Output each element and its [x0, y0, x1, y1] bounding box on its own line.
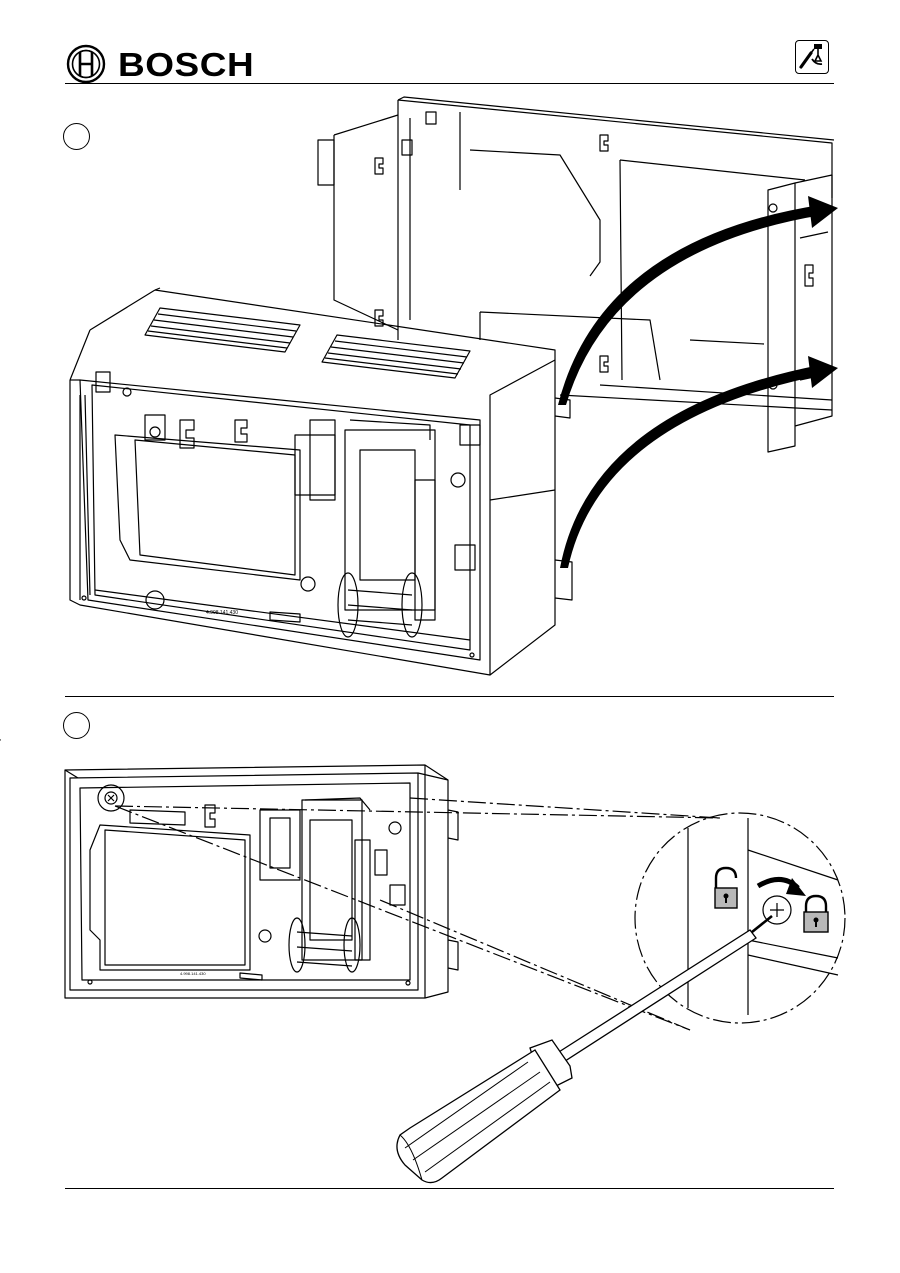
svg-text:4.998.141.430: 4.998.141.430: [180, 971, 206, 976]
tool-badge: [795, 40, 829, 74]
bosch-armature-icon: [66, 44, 106, 84]
brand-name: BOSCH: [118, 45, 255, 83]
curved-arrow-icon: [756, 877, 806, 896]
section-divider: [65, 696, 834, 697]
locked-padlock-icon: [803, 894, 829, 933]
header-rule: [65, 83, 834, 84]
step-number-1: [63, 123, 90, 150]
wall-mount-installation: 4.998.141.430: [69, 96, 838, 676]
svg-text:4.998.141.430: 4.998.141.430: [206, 610, 238, 616]
lock-screw-fastening: . 4.998.141.430: [0, 738, 846, 1184]
brand-logo: BOSCH: [66, 44, 254, 84]
screwdriver: [396, 914, 773, 1184]
step-number-2: [63, 712, 90, 739]
screwdriver-wrench-icon: [799, 44, 823, 69]
svg-text:.: .: [0, 739, 1, 741]
unlocked-padlock-icon: [714, 866, 738, 909]
footer-rule: [65, 1188, 834, 1189]
